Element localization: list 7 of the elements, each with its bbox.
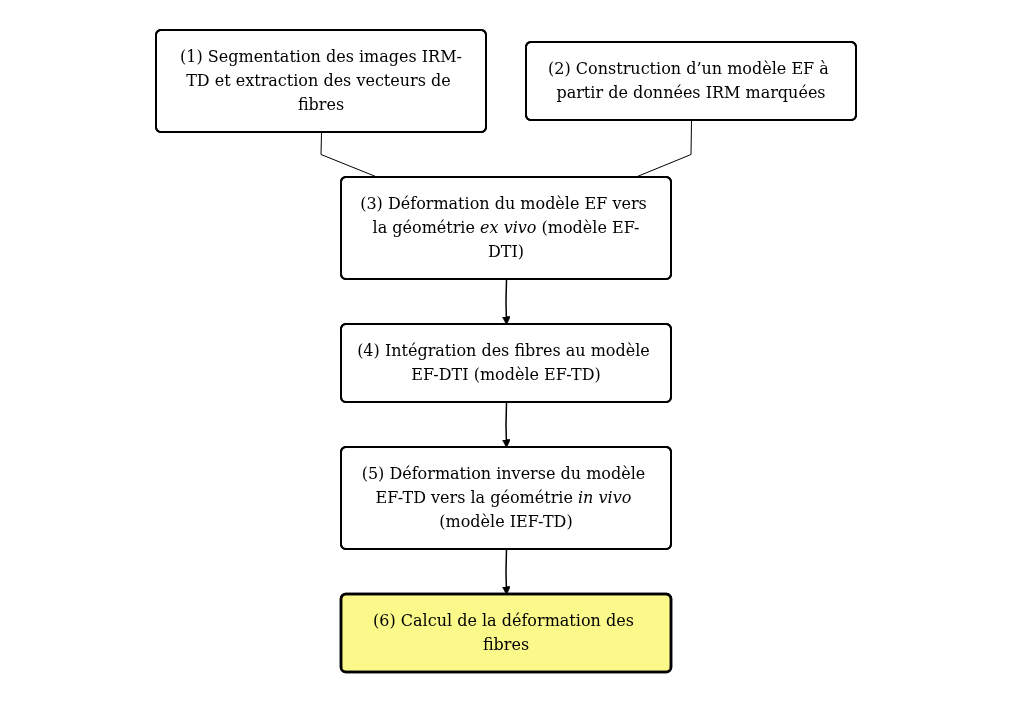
node-text: (3) Déformation du modèle EF vers la géométrie ex vivo (modèle EF-DTI) [359,193,647,261]
node-text: (4) Intégration des fibres au modèle EF-DTI (modèle EF-TD) [356,340,650,384]
node-text: (1) Segmentation des images IRM-TD et extraction des vecteurs de fibres [179,46,462,114]
node-text: (5) Déformation inverse du modèle EF-TD vers la géométrie in vivo (modèle IEF-TD) [361,463,645,531]
arrow [501,278,511,325]
arrow [501,401,511,448]
node-text: (2) Construction d’un modèle EF à partir de données IRM marquées [547,58,829,102]
